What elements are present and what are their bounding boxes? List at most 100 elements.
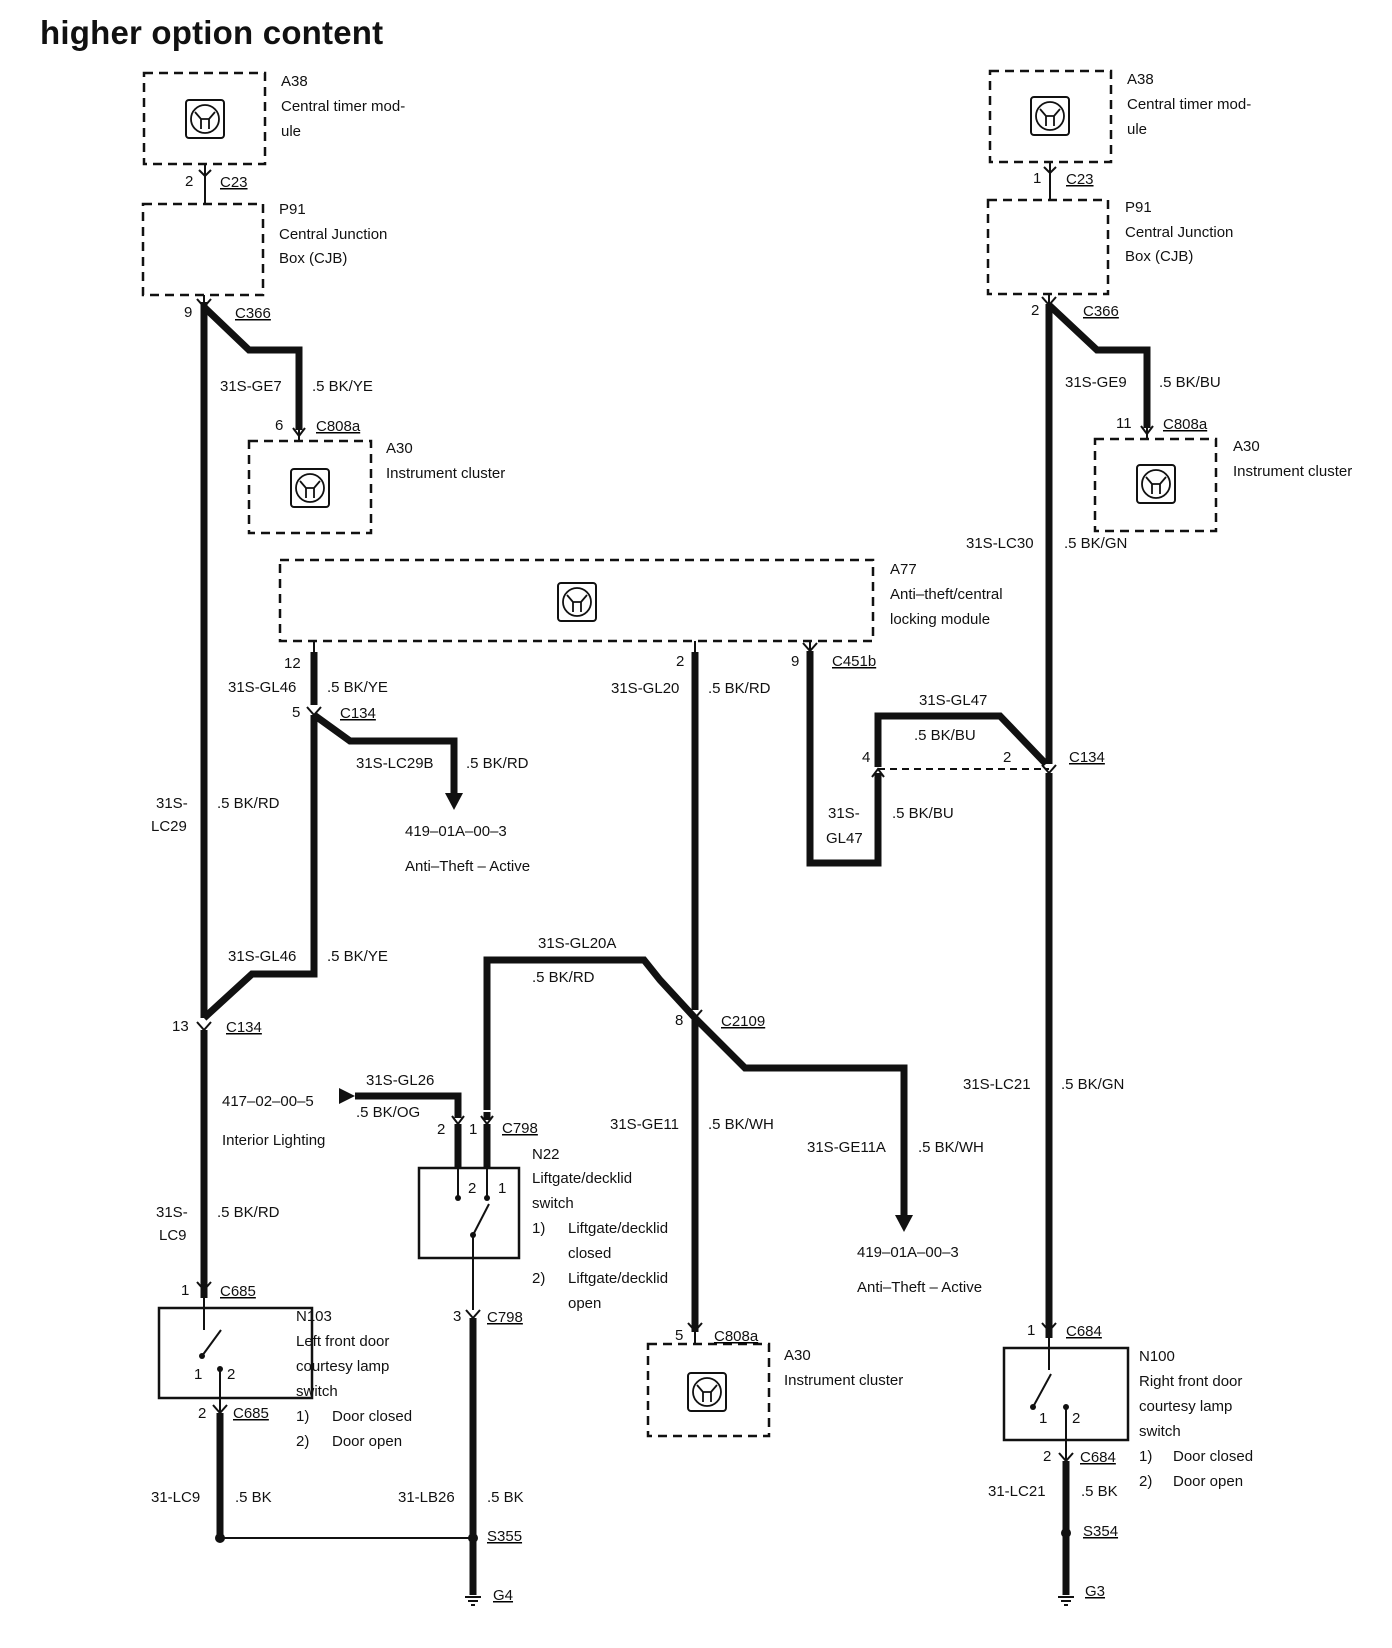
reference-label: Anti–Theft – Active [857,1279,982,1296]
legend-number: 2) [296,1433,309,1450]
pin-number: 1 [1033,170,1041,187]
module-label: A77 [890,561,917,578]
module-label: A30 [386,440,413,457]
pin-number: 11 [1116,415,1132,432]
connector-label: C366 [1083,303,1119,320]
pin-number: 2 [1043,1448,1051,1465]
pin-number: 13 [172,1018,189,1035]
pin-number: 5 [675,1327,683,1344]
pin-number: 2 [1031,302,1039,319]
pin-number: 2 [1072,1410,1080,1427]
module-label: A38 [281,73,308,90]
wire-label: .5 BK [235,1489,272,1506]
wire-label: 31S-GL26 [366,1072,434,1089]
module-a38-right [988,69,1113,164]
connector-label: C2109 [721,1013,765,1030]
diagram-title: higher option content [40,14,384,51]
connector-label: C808a [1163,416,1208,433]
wire-label: .5 BK/RD [708,680,771,697]
wire-label: 31S- [156,795,188,812]
connector-label: C798 [502,1120,538,1137]
connector-label: C134 [226,1019,262,1036]
wire-label: 31S-LC30 [966,535,1034,552]
connector-label: C134 [340,705,376,722]
module-label: Box (CJB) [279,250,347,267]
connector-label: C685 [233,1405,269,1422]
wire-label: 31S-LC29B [356,755,434,772]
wire-label: .5 BK [487,1489,524,1506]
ground-g4 [465,1596,481,1606]
connector-label: C684 [1080,1449,1116,1466]
switch-n100 [1002,1338,1130,1442]
wire-label: .5 BK/GN [1064,535,1127,552]
reference-label: Interior Lighting [222,1132,325,1149]
reference-label: 417–02–00–5 [222,1093,314,1110]
reference-label: 419–01A–00–3 [857,1244,959,1261]
module-label: courtesy lamp [1139,1398,1232,1415]
module-a30-left [247,439,373,535]
module-label: Central timer mod- [281,98,405,115]
ground-g3 [1058,1596,1074,1606]
pin-number: 1 [194,1366,202,1383]
connector-label: C451b [832,653,876,670]
pin-number: 2 [198,1405,206,1422]
pin-number: 4 [862,749,870,766]
module-label: N22 [532,1146,560,1163]
pin-number: 9 [184,304,192,321]
legend-text: Door open [332,1433,402,1450]
wire-label: .5 BK/RD [466,755,529,772]
pin-number: 2 [437,1121,445,1138]
module-label: Central Junction [1125,224,1233,241]
pin-number: 6 [275,417,283,434]
module-label: Central Junction [279,226,387,243]
module-a30-right [1093,437,1218,533]
wire-label: 31-LC9 [151,1489,200,1506]
module-label: ule [281,123,301,140]
splice-label: S355 [487,1528,522,1545]
pin-number: 9 [791,653,799,670]
legend-number: 1) [532,1220,545,1237]
module-label: switch [296,1383,338,1400]
module-label: A30 [784,1347,811,1364]
module-a30-bottom [646,1342,771,1438]
wire-label: 31S-GE11A [807,1139,886,1156]
ground-label: G3 [1085,1583,1105,1600]
legend-text: Door closed [332,1408,412,1425]
wire-label: 31S-GL46 [228,948,296,965]
pin-number: 2 [185,173,193,190]
pin-number: 1 [181,1282,189,1299]
pin-number: 1 [1027,1322,1035,1339]
splice-label: S354 [1083,1523,1118,1540]
wire-label: GL47 [826,830,863,847]
connector-label: C684 [1066,1323,1102,1340]
connector-label: C23 [220,174,248,191]
pin-number: 12 [284,655,301,672]
wire-label: 31S-GL20 [611,680,679,697]
connector-label: C366 [235,305,271,322]
pin-number: 1 [469,1121,477,1138]
legend-number: 2) [532,1270,545,1287]
wire-label: 31S-GL46 [228,679,296,696]
wire-label: .5 BK/RD [532,969,595,986]
wire-label: LC9 [159,1227,187,1244]
pin-number: 1 [498,1180,506,1197]
reference-label: 419–01A–00–3 [405,823,507,840]
connector-label: C23 [1066,171,1094,188]
legend-number: 1) [1139,1448,1152,1465]
module-label: Anti–theft/central [890,586,1003,603]
wire-label: .5 BK/YE [327,679,388,696]
wire-label: .5 BK/GN [1061,1076,1124,1093]
pin-number: 2 [227,1366,235,1383]
wire-label: .5 BK/BU [1159,374,1221,391]
wire-label: 31S-GE11 [610,1116,679,1133]
module-label: switch [1139,1423,1181,1440]
connector-label: C808a [316,418,361,435]
module-label: locking module [890,611,990,628]
module-icon [290,468,330,508]
switch-n22 [417,1166,521,1260]
wire-label: .5 BK/YE [312,378,373,395]
legend-number: 1) [296,1408,309,1425]
wire-label: .5 BK/YE [327,948,388,965]
module-label: P91 [279,201,306,218]
